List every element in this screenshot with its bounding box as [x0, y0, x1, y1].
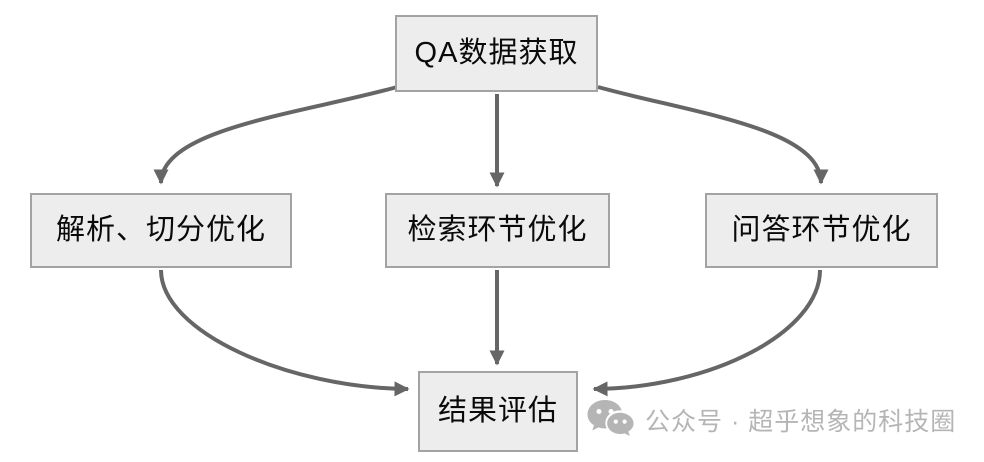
- edge-top-to-left: [153, 85, 398, 185]
- watermark-text: 公众号 · 超乎想象的科技圈: [645, 408, 957, 436]
- edge-top-to-right: [597, 85, 829, 185]
- edge-right-to-bottom: [592, 269, 822, 397]
- node-parsing-chunking-optimization: 解析、切分优化: [30, 193, 292, 268]
- wechat-icon: [587, 400, 634, 436]
- node-qa-step-optimization-label: 问答环节优化: [731, 214, 912, 246]
- node-result-evaluation-label: 结果评估: [437, 395, 558, 427]
- node-retrieval-optimization-label: 检索环节优化: [407, 214, 588, 246]
- edge-left-to-bottom: [159, 269, 410, 397]
- watermark: 公众号 · 超乎想象的科技圈: [586, 399, 956, 441]
- node-qa-data-acquisition: QA数据获取: [395, 15, 598, 92]
- node-result-evaluation: 结果评估: [418, 371, 578, 452]
- node-qa-data-acquisition-label: QA数据获取: [414, 37, 579, 69]
- node-retrieval-optimization: 检索环节优化: [385, 193, 610, 268]
- node-qa-step-optimization: 问答环节优化: [705, 193, 938, 268]
- node-parsing-chunking-optimization-label: 解析、切分优化: [55, 214, 266, 246]
